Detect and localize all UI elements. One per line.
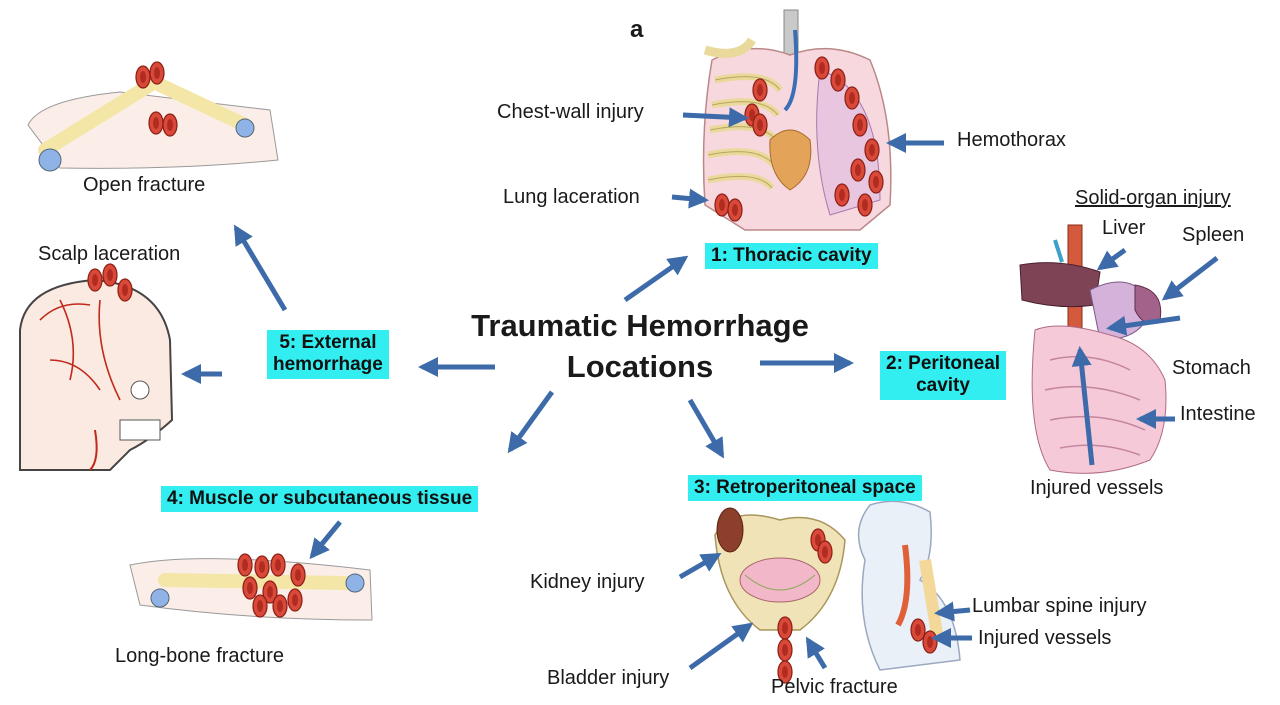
- label-spleen: Spleen: [1182, 225, 1244, 245]
- category-retroperitoneal: 3: Retroperitoneal space: [688, 475, 922, 501]
- label-intestine: Intestine: [1180, 404, 1256, 424]
- label-injured-vessels-retro: Injured vessels: [978, 628, 1111, 648]
- category-external-line-2: hemorrhage: [273, 354, 383, 375]
- label-injured-vessels-abdomen: Injured vessels: [1030, 478, 1163, 498]
- label-lung-laceration: Lung laceration: [503, 187, 640, 207]
- label-lumbar-spine-injury: Lumbar spine injury: [972, 596, 1147, 616]
- label-hemothorax: Hemothorax: [957, 130, 1066, 150]
- category-peritoneal-line-1: 2: Peritoneal: [886, 353, 1000, 374]
- category-muscle: 4: Muscle or subcutaneous tissue: [161, 486, 478, 512]
- pelvis-illustration: [715, 508, 845, 683]
- long-bone-illustration: [130, 554, 372, 620]
- spine-body-illustration: [859, 501, 960, 670]
- panel-letter: a: [630, 16, 643, 44]
- title-line-2: Locations: [567, 349, 713, 384]
- category-external-line-1: 5: External: [279, 332, 376, 353]
- category-peritoneal-line-2: cavity: [916, 375, 970, 396]
- label-chest-wall: Chest-wall injury: [497, 102, 644, 122]
- category-peritoneal: 2: Peritoneal cavity: [880, 351, 1006, 400]
- diagram-title: Traumatic Hemorrhage Locations: [450, 306, 830, 388]
- label-kidney-injury: Kidney injury: [530, 572, 645, 592]
- label-pelvic-fracture: Pelvic fracture: [771, 677, 898, 697]
- label-stomach: Stomach: [1172, 358, 1251, 378]
- open-fracture-illustration: [28, 62, 278, 171]
- label-bladder-injury: Bladder injury: [547, 668, 669, 688]
- thorax-illustration: [704, 10, 891, 230]
- label-solid-organ: Solid-organ injury: [1075, 188, 1231, 208]
- abdomen-illustration: [1020, 225, 1166, 473]
- label-scalp-laceration: Scalp laceration: [38, 244, 180, 264]
- category-external: 5: External hemorrhage: [267, 330, 389, 379]
- label-long-bone-fracture: Long-bone fracture: [115, 646, 284, 666]
- label-liver: Liver: [1102, 218, 1145, 238]
- title-line-1: Traumatic Hemorrhage: [471, 308, 809, 343]
- head-illustration: [20, 264, 172, 470]
- label-open-fracture: Open fracture: [83, 175, 205, 195]
- category-thoracic: 1: Thoracic cavity: [705, 243, 878, 269]
